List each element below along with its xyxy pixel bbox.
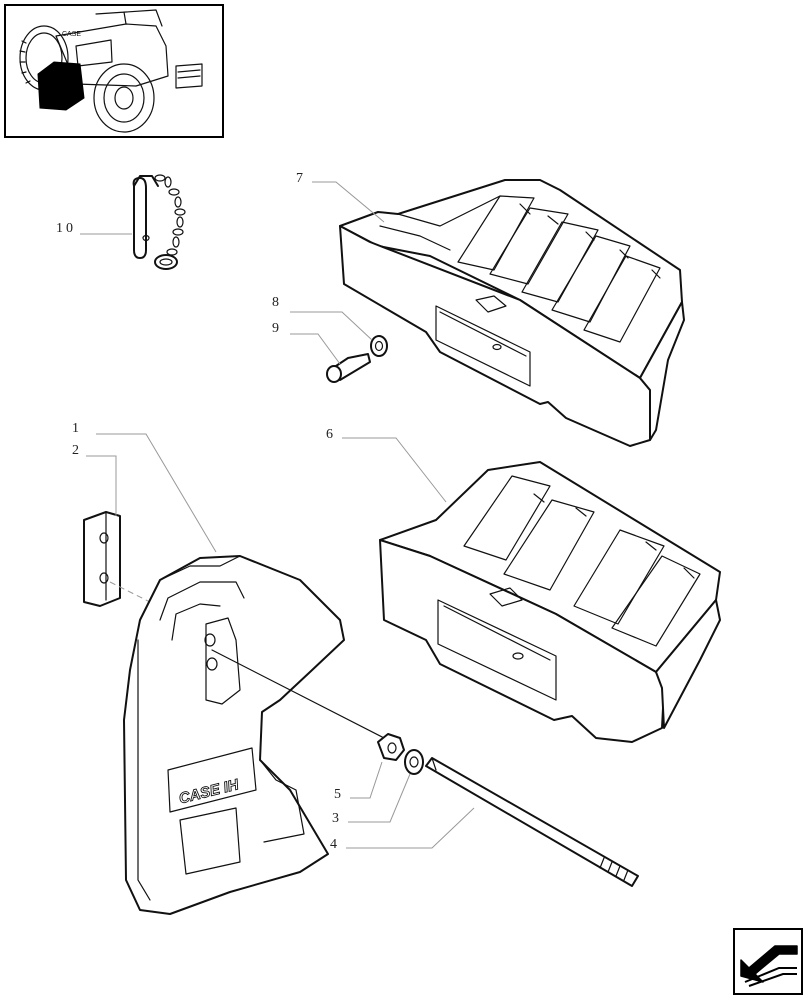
callout-6: 6 — [326, 427, 336, 442]
tractor-locator-icon: CASE — [19, 9, 203, 133]
bracket-part-1: CASE IH — [123, 555, 345, 915]
callout-7: 7 — [296, 171, 306, 186]
callout-3: 3 — [332, 811, 342, 826]
bolt-part-9 — [326, 353, 371, 383]
weight-part-7 — [339, 179, 685, 447]
weight-part-6 — [379, 461, 721, 743]
callout-10: 10 — [56, 221, 76, 236]
callout-8: 8 — [272, 295, 282, 310]
callout-1: 1 — [72, 421, 82, 436]
locator-thumbnail: CASE — [4, 4, 224, 138]
next-page-button[interactable] — [733, 928, 803, 995]
callout-4: 4 — [330, 837, 340, 852]
callout-2: 2 — [72, 443, 82, 458]
svg-text:CASE: CASE — [62, 31, 81, 38]
lynch-pin-with-chain — [132, 174, 186, 270]
next-page-arrow-icon — [740, 945, 798, 987]
callout-5: 5 — [334, 787, 344, 802]
threaded-rod-part-4 — [425, 757, 639, 887]
nut-part-5 — [377, 733, 405, 761]
leader-lines — [80, 181, 475, 849]
callout-9: 9 — [272, 321, 282, 336]
plate-part-2 — [83, 511, 159, 607]
washer-part-3 — [404, 749, 424, 775]
washer-part-8 — [370, 335, 388, 357]
